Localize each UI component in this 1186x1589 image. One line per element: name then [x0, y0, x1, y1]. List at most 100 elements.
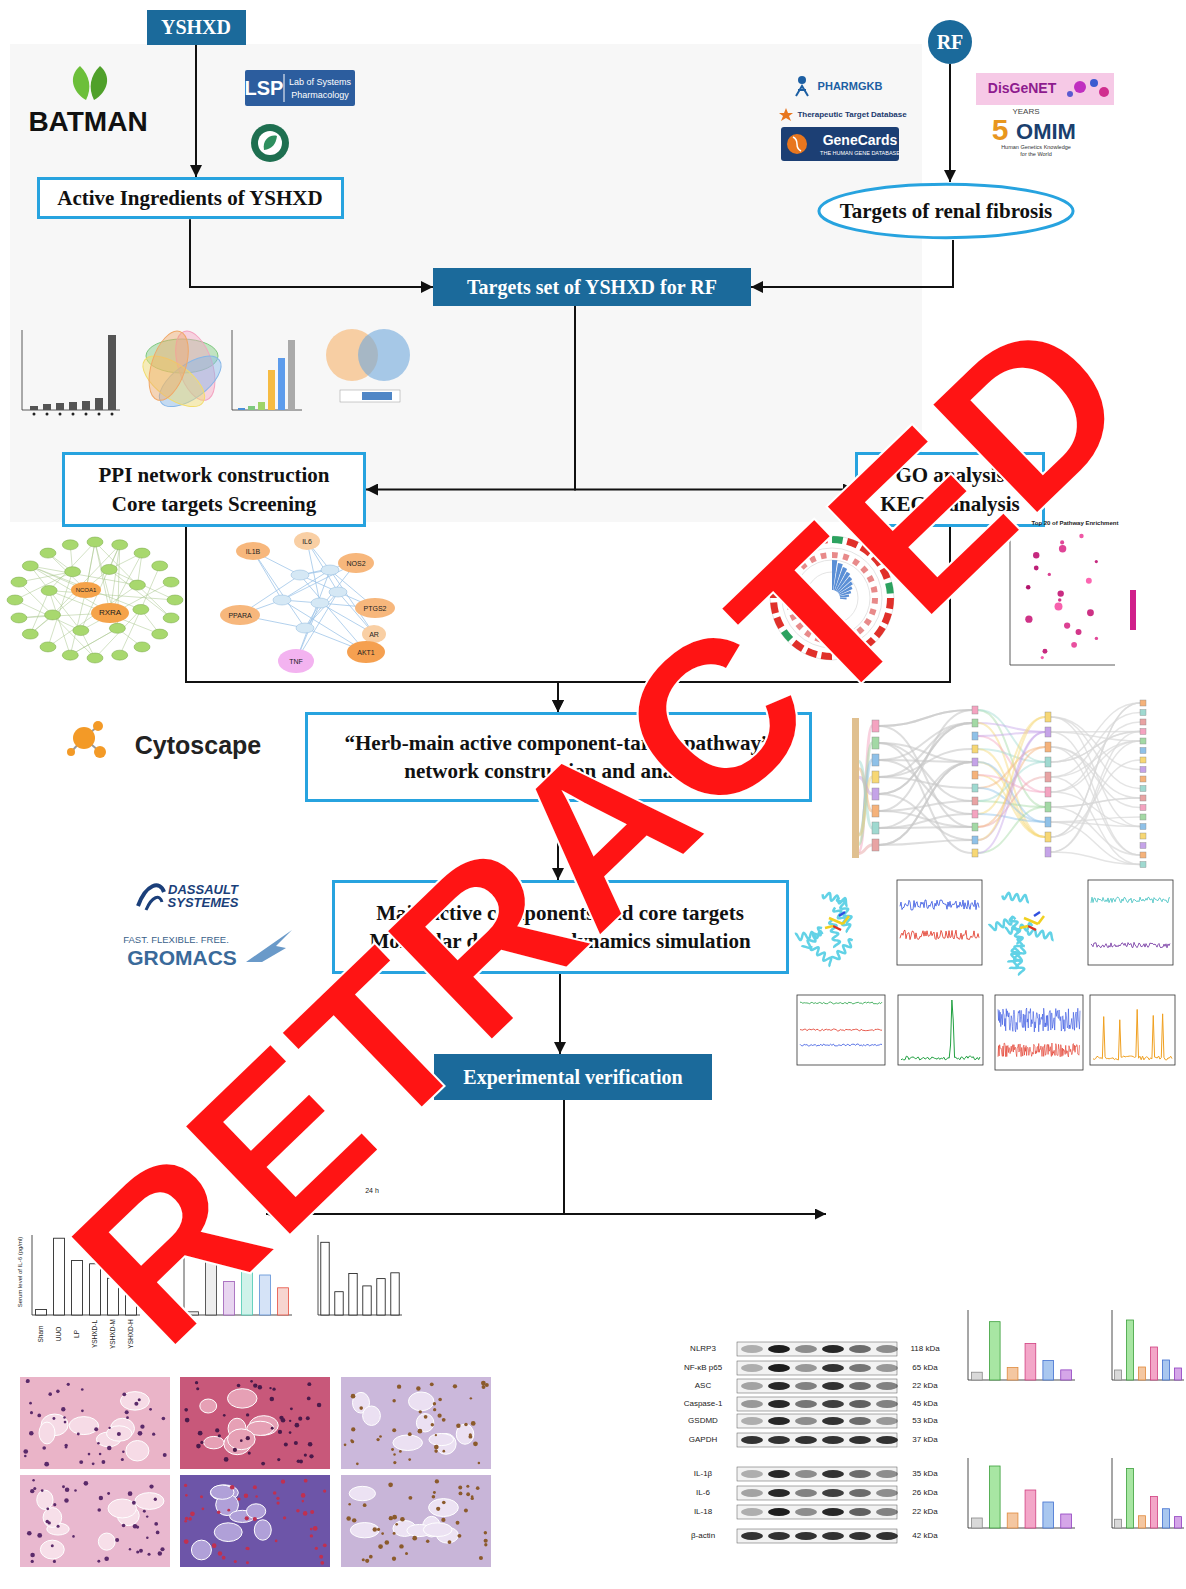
- blot-band: [768, 1382, 790, 1390]
- nucleus: [344, 1443, 347, 1446]
- nucleus: [373, 1527, 377, 1531]
- nucleus: [442, 1501, 446, 1505]
- sankey-flow: [859, 726, 872, 852]
- nucleus: [306, 1416, 310, 1420]
- nucleus: [122, 1450, 125, 1453]
- nucleus: [389, 1516, 393, 1520]
- nucleus: [99, 1453, 102, 1456]
- nucleus: [244, 1493, 248, 1497]
- logo-text: GeneCards: [823, 133, 898, 147]
- nucleus: [156, 1531, 160, 1535]
- data-line: [800, 1002, 882, 1004]
- tubule: [393, 1435, 423, 1451]
- dot: [59, 413, 62, 416]
- ligand-stick: [833, 926, 841, 930]
- axis: [968, 1380, 1075, 1381]
- blot-band: [768, 1417, 790, 1425]
- tubule: [423, 1523, 452, 1537]
- nucleus: [198, 1431, 203, 1436]
- network-node: [163, 613, 179, 623]
- plot-segment: [867, 575, 875, 583]
- nucleus: [302, 1500, 305, 1503]
- nucleus: [258, 1385, 262, 1389]
- blot-band: [876, 1532, 898, 1540]
- blot-band: [768, 1532, 790, 1540]
- plot-segment: [874, 626, 886, 639]
- bar: [206, 1245, 217, 1315]
- blot-band: [876, 1508, 898, 1516]
- plot-dot: [1055, 602, 1063, 610]
- blot-band: [876, 1364, 898, 1372]
- data-line: [900, 930, 979, 940]
- blot-band: [795, 1532, 817, 1540]
- source-box: YSHXD: [147, 10, 246, 45]
- plot-segment: [836, 651, 848, 660]
- plot-dot: [1026, 585, 1031, 590]
- plot-segment: [770, 587, 778, 598]
- bar: [1150, 1347, 1157, 1380]
- sankey-flow: [978, 732, 1045, 840]
- plot-dot: [1033, 552, 1039, 558]
- retraction-watermark: RETRACTED: [36, 280, 1165, 1381]
- nucleus: [234, 1560, 237, 1563]
- plot-segment: [860, 565, 868, 573]
- nucleus: [479, 1556, 483, 1560]
- blot-band: [849, 1382, 871, 1390]
- blot-strip: [737, 1414, 897, 1428]
- nucleus: [30, 1553, 35, 1558]
- flow-arrow: [557, 802, 559, 880]
- nucleus: [432, 1495, 436, 1499]
- nucleus: [122, 1392, 126, 1396]
- nucleus: [184, 1408, 188, 1412]
- nucleus: [466, 1492, 470, 1496]
- sankey-flow: [1051, 822, 1140, 865]
- blot-band: [876, 1470, 898, 1478]
- logo-text: LSP: [245, 78, 284, 98]
- nucleus: [399, 1450, 402, 1453]
- nucleus: [271, 1427, 274, 1430]
- blot-band: [822, 1508, 844, 1516]
- nucleus: [303, 1511, 308, 1516]
- blot-row-label: GSDMD: [688, 1417, 718, 1425]
- nucleus: [62, 1485, 65, 1488]
- nucleus: [433, 1402, 436, 1405]
- sankey-node: [1140, 757, 1146, 763]
- axis-tick-label: YSHXD-L: [92, 1320, 99, 1348]
- node-text: Molecular docking & dynamics simulation: [369, 927, 750, 955]
- bar: [1043, 1361, 1054, 1380]
- network-node: [40, 548, 56, 558]
- sankey-node: [1140, 833, 1146, 839]
- plot-dot: [1060, 540, 1064, 544]
- nucleus: [269, 1387, 271, 1389]
- nucleus: [88, 1453, 91, 1456]
- sankey-flow: [1051, 703, 1140, 837]
- network-node: [7, 595, 23, 605]
- axis: [1112, 1528, 1184, 1529]
- network-node: [355, 598, 395, 618]
- blot-band: [876, 1436, 898, 1444]
- nucleus: [476, 1486, 480, 1490]
- nucleus: [412, 1536, 417, 1541]
- nucleus: [466, 1485, 469, 1488]
- network-node: [321, 565, 339, 575]
- circular-plot: [770, 536, 894, 660]
- network-node-label: IL1B: [246, 548, 260, 555]
- logo-text: Lab of Systems: [289, 78, 351, 87]
- network-node: [236, 542, 270, 560]
- flow-arrow: [949, 64, 951, 182]
- color-scale: [1130, 590, 1136, 630]
- nucleus: [46, 1507, 49, 1510]
- nucleus: [284, 1442, 288, 1446]
- tubule: [106, 1426, 131, 1441]
- nucleus: [222, 1556, 226, 1560]
- nucleus: [64, 1498, 68, 1502]
- sankey-flow: [879, 723, 972, 777]
- bar: [95, 398, 103, 410]
- network-node: [294, 532, 320, 550]
- histology-image: [180, 1377, 330, 1469]
- process-box: PPI network constructionCore targets Scr…: [62, 452, 366, 527]
- bar: [108, 335, 116, 410]
- nucleus: [309, 1454, 313, 1458]
- blot-band: [795, 1400, 817, 1408]
- nucleus: [272, 1388, 275, 1391]
